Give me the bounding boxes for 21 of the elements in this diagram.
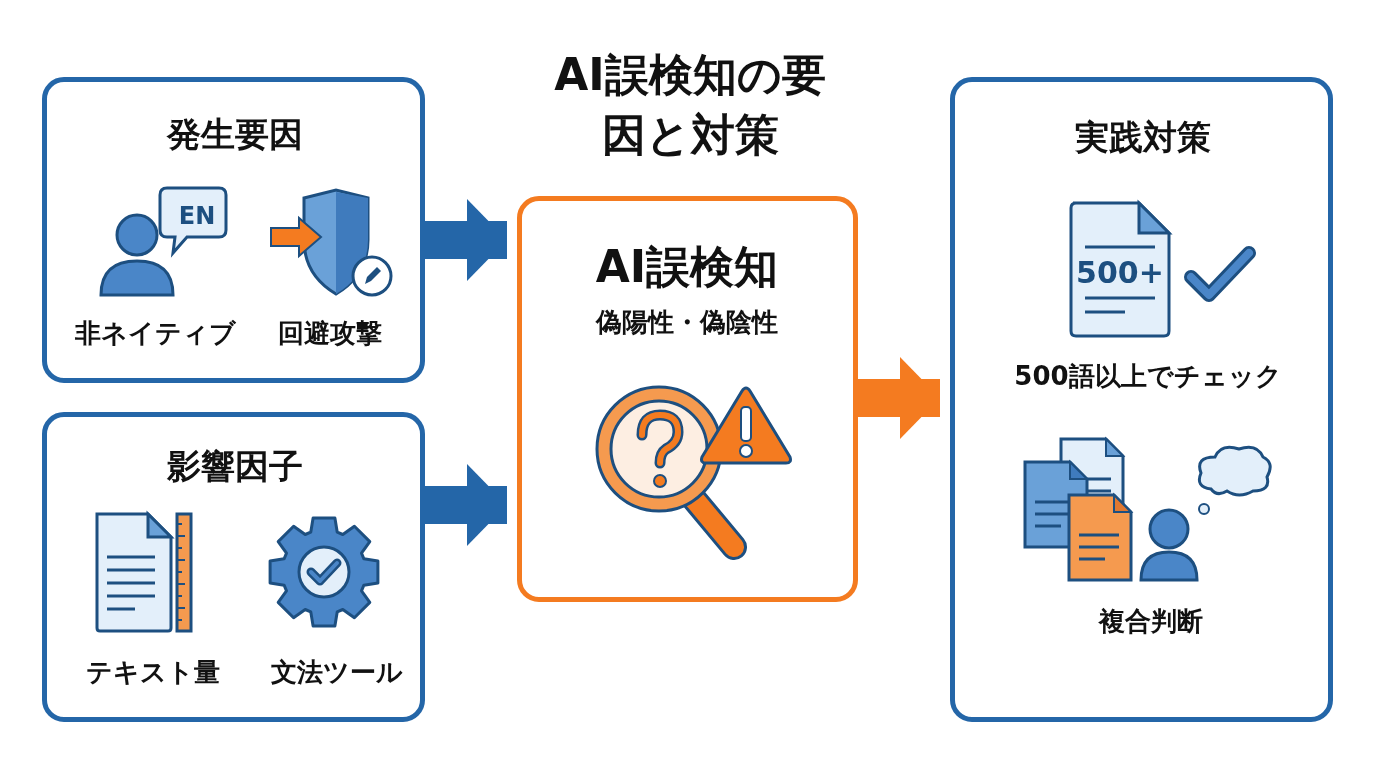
icon-caption: 回避攻撃 bbox=[278, 316, 382, 350]
icon-caption: テキスト量 bbox=[86, 655, 220, 689]
panel-heading: 発生要因 bbox=[167, 113, 303, 156]
box-subheading: 偽陽性・偽陰性 bbox=[596, 305, 778, 339]
arrow bbox=[425, 199, 507, 281]
box-heading: AI誤検知 bbox=[595, 239, 779, 294]
icon-caption: 500語以上でチェック bbox=[1014, 359, 1282, 393]
panel-box bbox=[42, 412, 425, 722]
panel-box bbox=[950, 77, 1333, 722]
icon-caption: 複合判断 bbox=[1099, 604, 1203, 638]
title: AI誤検知の要因と対策 bbox=[553, 48, 827, 162]
panel-heading: 実践対策 bbox=[1075, 116, 1211, 159]
icon-caption: 文法ツール bbox=[271, 655, 403, 689]
arrow bbox=[425, 464, 507, 546]
arrow bbox=[858, 357, 940, 439]
panel-heading: 影響因子 bbox=[167, 445, 303, 488]
panel-box bbox=[42, 77, 425, 383]
icon-caption: 非ネイティブ bbox=[74, 316, 236, 350]
highlight-box bbox=[517, 196, 858, 602]
language-code: EN bbox=[178, 202, 216, 230]
word-count: 500+ bbox=[1076, 254, 1164, 290]
